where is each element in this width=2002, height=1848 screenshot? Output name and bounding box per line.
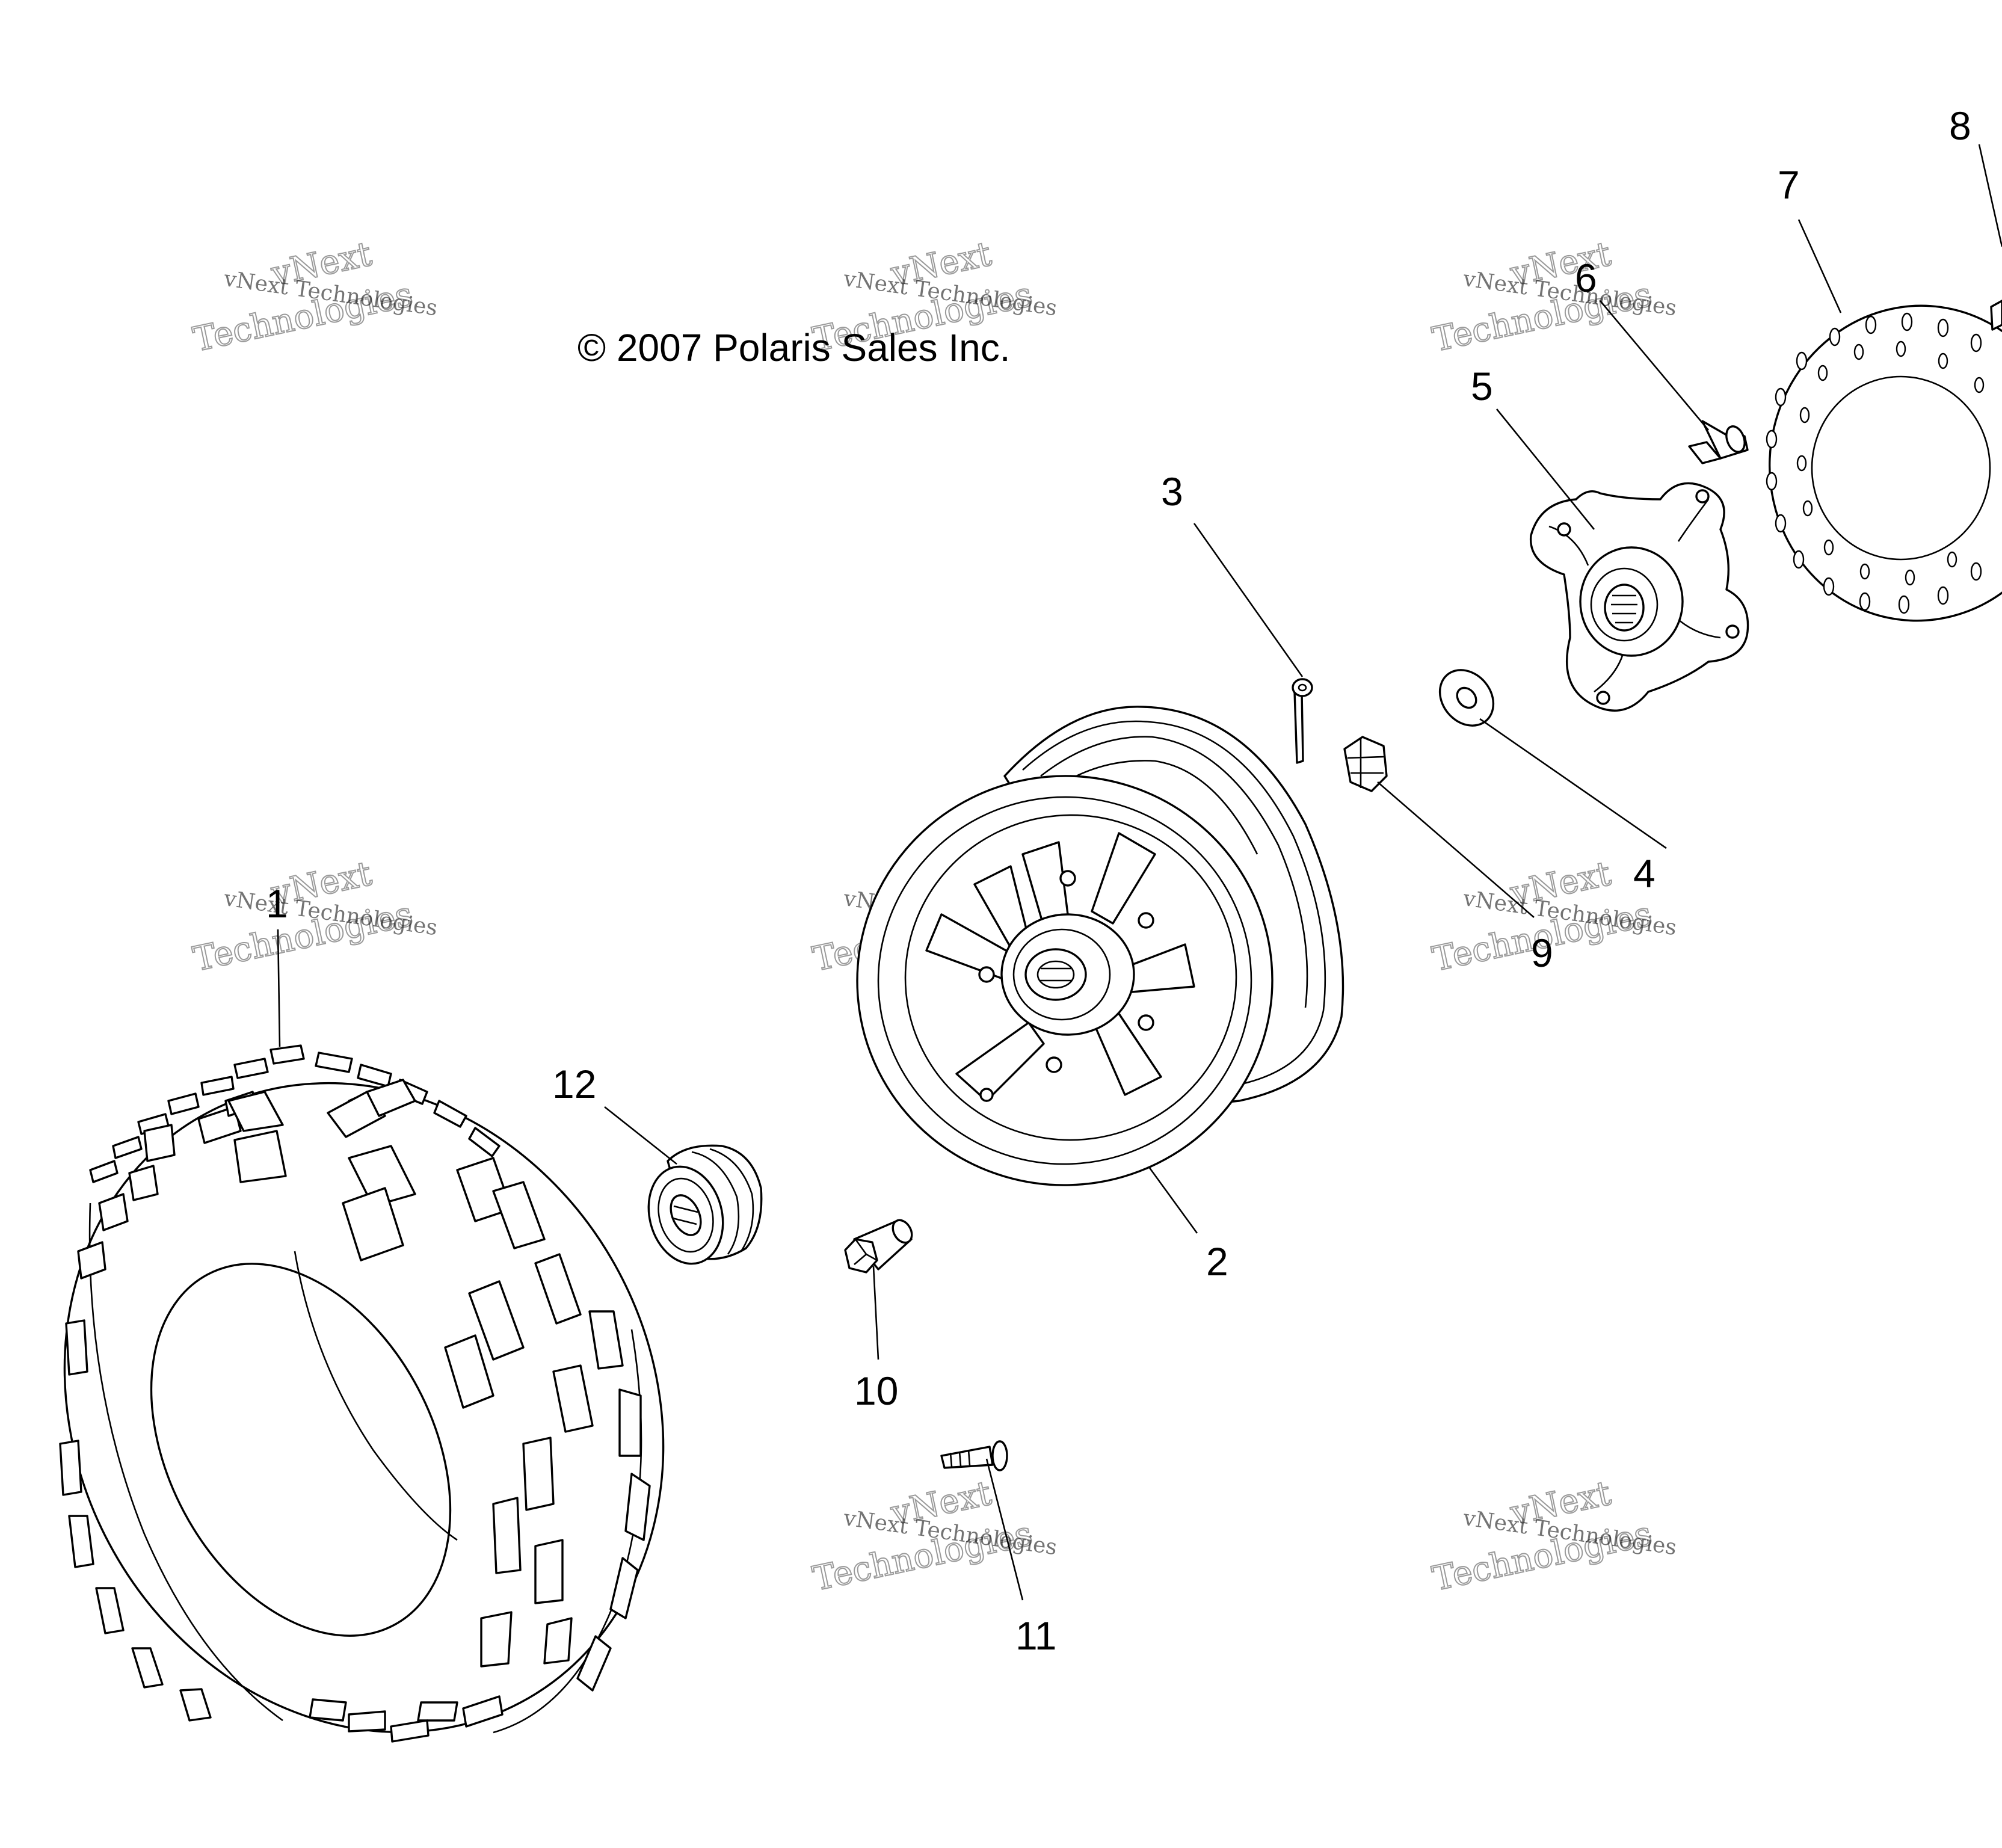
leader-5 xyxy=(1495,408,1595,530)
part-wheel-stud xyxy=(1688,420,1749,464)
callout-4: 4 xyxy=(1633,851,1656,896)
copyright-notice: © 2007 Polaris Sales Inc. xyxy=(578,326,1011,369)
part-brake-disc-bolt xyxy=(1990,300,2002,331)
part-cotter-pin xyxy=(1292,678,1313,764)
tire-tread-lugs xyxy=(59,1044,651,1743)
part-wheel-rim xyxy=(856,706,1344,1186)
leader-11 xyxy=(985,1458,1024,1601)
callout-labels: 1 2 3 4 5 6 7 8 9 10 11 12 xyxy=(266,103,1971,1658)
watermark: vNext Technologies vNext Technologies xyxy=(1429,1473,1678,1600)
leader-4 xyxy=(1479,718,1667,849)
callout-11: 11 xyxy=(1015,1613,1057,1658)
leader-9 xyxy=(1377,781,1535,918)
part-castle-nut xyxy=(1343,736,1388,792)
watermark: vNext Technologies vNext Technologies xyxy=(1429,234,1678,360)
callout-3: 3 xyxy=(1161,469,1183,514)
part-brake-disc xyxy=(1766,304,2002,622)
part-wheel-hub xyxy=(1529,482,1749,712)
callout-8: 8 xyxy=(1949,103,1971,148)
brake-disc-vent-holes xyxy=(1766,312,1985,614)
part-center-cap xyxy=(647,1144,763,1265)
part-tire xyxy=(59,1044,665,1743)
callout-2: 2 xyxy=(1206,1239,1228,1284)
leader-6 xyxy=(1600,300,1709,431)
callout-9: 9 xyxy=(1531,931,1553,975)
part-lug-nut xyxy=(844,1219,913,1274)
leader-lines xyxy=(277,144,2002,1601)
part-washer xyxy=(1438,669,1495,727)
callout-10: 10 xyxy=(854,1369,898,1413)
callout-1: 1 xyxy=(266,881,288,926)
callout-6: 6 xyxy=(1575,256,1597,300)
leader-1 xyxy=(277,929,281,1047)
watermark: vNext Technologies vNext Technologies xyxy=(1429,854,1678,980)
watermark: vNext Technologies vNext Technologies xyxy=(189,854,439,980)
leader-10 xyxy=(872,1266,879,1360)
part-bolt xyxy=(940,1440,1008,1471)
leader-7 xyxy=(1797,219,1842,313)
watermark: vNext Technologies vNext Technologies xyxy=(189,234,439,360)
wheel-rim-spokes xyxy=(925,832,1195,1102)
callout-7: 7 xyxy=(1778,162,1800,207)
callout-12: 12 xyxy=(552,1062,596,1106)
leader-3 xyxy=(1193,523,1304,677)
leader-2 xyxy=(1148,1166,1198,1234)
leader-8 xyxy=(1978,144,2002,247)
leader-12 xyxy=(604,1106,677,1165)
watermark: vNext Technologies vNext Technologies xyxy=(809,1473,1059,1600)
callout-5: 5 xyxy=(1471,364,1493,408)
